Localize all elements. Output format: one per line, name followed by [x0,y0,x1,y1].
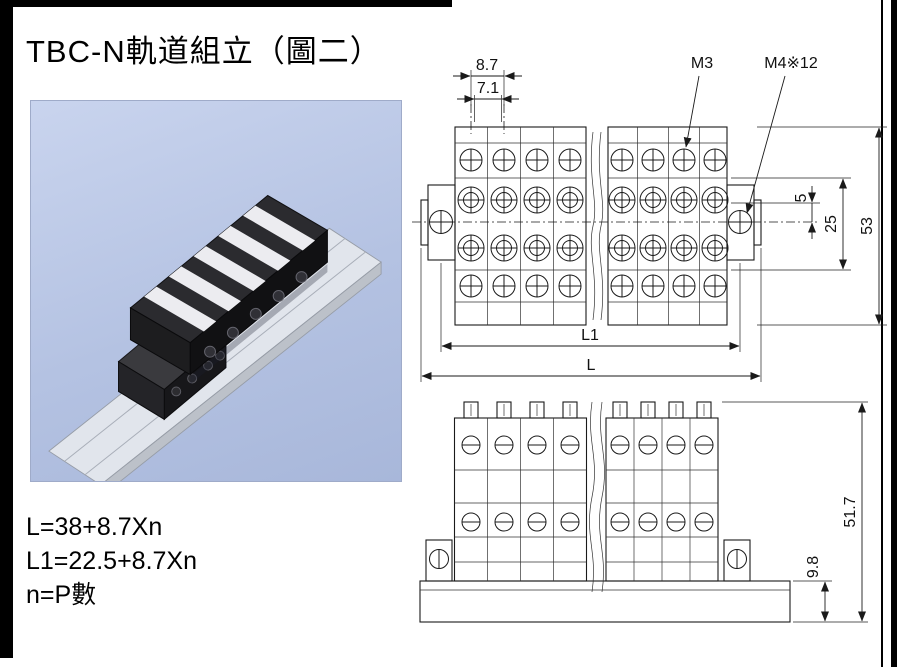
top-view-structure-lines [455,127,727,325]
dim-right-group: 5 25 53 [731,126,887,326]
dim-inner-height: 25 [823,215,840,233]
product-photo-graphic [48,194,382,498]
dim-front-overall-height: 51.7 [842,496,859,527]
front-screws [461,435,714,532]
front-view: 51.7 9.8 [419,401,868,623]
page-border-top [0,0,452,7]
formula-n: n=P數 [26,581,97,609]
page-border-right-thin [881,0,883,667]
label-m3: M3 [691,55,713,72]
dim-pitch: 8.7 [476,57,498,74]
dim-length-group: L1 L [420,248,762,382]
product-photo [30,100,402,498]
dim-pitch-group: 8.7 [453,57,522,106]
dim-length-overall: L [587,357,596,374]
dim-overall-height: 53 [859,217,876,235]
page-border-left [0,0,13,658]
page-border-right-thick [891,0,897,667]
page-title: TBC-N軌道組立（圖二） [26,34,382,69]
clamp-tabs [463,401,712,419]
dim-base-height: 9.8 [805,556,822,578]
formula-l1: L1=22.5+8.7Xn [26,547,197,575]
terminal-block-main [129,194,329,385]
label-m4x12: M4※12 [764,55,818,72]
label-m3-group: M3 [683,55,713,148]
formula-block: L=38+8.7Xn L1=22.5+8.7Xn n=P數 [26,510,197,612]
dim-pole-width-group: 7.1 [457,80,519,122]
end-clamp-screws [425,539,751,582]
end-brackets [420,184,762,261]
terminal-screws [429,148,752,298]
dim-front-right-group: 51.7 9.8 [722,401,868,623]
dim-length-inner: L1 [581,327,599,344]
top-view: 8.7 7.1 M3 M4※12 [412,55,887,382]
formula-l: L=38+8.7Xn [26,513,163,541]
dim-pole-width: 7.1 [477,80,499,97]
front-view-structure-lines [454,418,718,581]
dim-offset: 5 [793,193,810,202]
label-m4-group: M4※12 [745,55,818,214]
